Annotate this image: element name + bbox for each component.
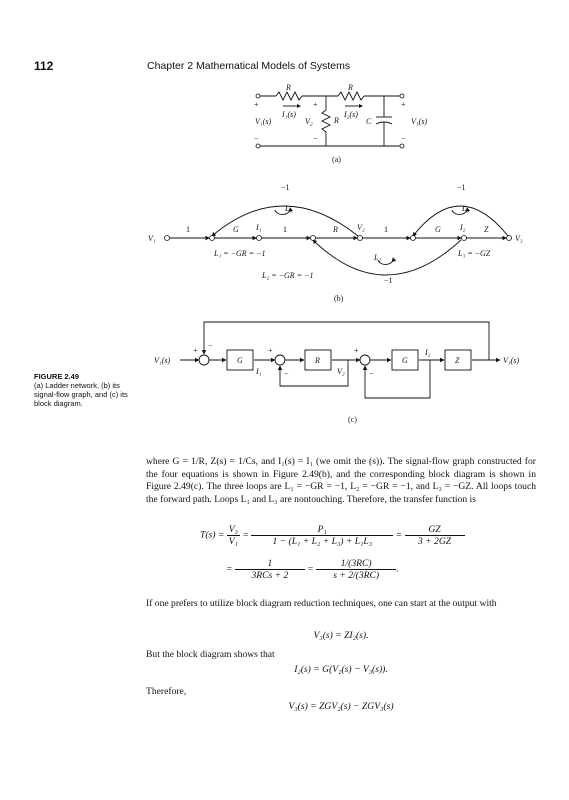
resistor-shunt-label: R: [333, 116, 339, 125]
svg-text:Z: Z: [455, 356, 460, 365]
resistor-1: [275, 90, 303, 102]
block-g2: [391, 349, 419, 371]
svg-text:1: 1: [384, 225, 388, 234]
svg-text:G: G: [237, 356, 243, 365]
svg-text:−: −: [313, 134, 318, 143]
feedback-gain-top-left: −1: [281, 183, 290, 192]
figure-b-label: (b): [334, 294, 344, 303]
equation-5: V₃(s) = ZGV₂(s) − ZGV₃(s): [288, 701, 394, 712]
chapter-header: Chapter 2 Mathematical Models of Systems: [147, 60, 351, 72]
svg-text:−: −: [254, 134, 259, 143]
feedback-gain-bottom: −1: [384, 276, 393, 285]
node-i2: I₂: [459, 223, 466, 232]
svg-text:+: +: [401, 100, 406, 109]
resistor-2-label: R: [347, 83, 353, 92]
svg-text:−: −: [401, 134, 406, 143]
equation-4: I₂(s) = G(V₂(s) − V₃(s)).: [294, 664, 388, 675]
svg-text:+: +: [313, 100, 318, 109]
svg-text:R: R: [314, 356, 320, 365]
svg-text:L₁: L₁: [284, 204, 292, 213]
svg-text:Z: Z: [484, 225, 489, 234]
current-2-label: I₂(s): [343, 110, 358, 119]
middle-voltage-label: V₂: [305, 117, 313, 126]
block-g1: [226, 349, 254, 371]
svg-text:L₂: L₂: [373, 253, 381, 262]
resistor-1-label: R: [285, 83, 291, 92]
node-v2: V₂: [357, 223, 365, 232]
capacitor-label: C: [366, 117, 372, 126]
svg-text:−: −: [208, 341, 213, 350]
svg-text:R: R: [332, 225, 338, 234]
svg-text:−: −: [284, 369, 289, 378]
figure-a-label: (a): [332, 155, 341, 164]
block-output-label: V₃(s): [503, 356, 519, 365]
svg-text:V₂: V₂: [337, 367, 345, 376]
paragraph-1: where G = 1/R, Z(s) = 1/Cs, and I₁(s) = …: [146, 456, 536, 505]
svg-text:+: +: [193, 346, 198, 355]
paragraph-4: Therefore,: [146, 686, 187, 697]
loop-l3-equation: L₃ = −GZ: [457, 249, 491, 258]
svg-text:G: G: [435, 225, 441, 234]
node-i1: I₁: [255, 223, 262, 232]
loop-l2-equation: L₂ = −GR = −1: [261, 271, 314, 280]
figure-caption: FIGURE 2.49 (a) Ladder network, (b) its …: [34, 372, 134, 408]
summing-junction-1: [198, 354, 210, 366]
summing-junction-3: [359, 354, 371, 366]
block-z: [444, 349, 472, 371]
block-diagram: V₁(s) V₃(s) G R G Z I₁ V₂ I₂ + − + − + −…: [154, 321, 519, 424]
svg-text:1: 1: [186, 225, 190, 234]
svg-text:+: +: [268, 346, 273, 355]
svg-text:−: −: [369, 369, 374, 378]
svg-text:+: +: [254, 100, 259, 109]
svg-text:I₁: I₁: [255, 367, 262, 376]
paragraph-3: But the block diagram shows that: [146, 649, 275, 660]
current-1-label: I₁(s): [281, 110, 296, 119]
signal-flow-graph: V₁ V₃ I₁ V₂ I₂ 1 G 1 R 1 G Z −1 −1 −1 L₁…: [148, 183, 523, 303]
svg-text:G: G: [233, 225, 239, 234]
ladder-network-diagram: R R R C I₁(s) I₂(s) V₁(s) V₂ V₃(s) + − +…: [254, 83, 427, 164]
svg-text:I₂: I₂: [424, 348, 431, 357]
resistor-2: [337, 90, 365, 102]
resistor-shunt: [320, 109, 332, 133]
equation-3: V₃(s) = ZI₂(s).: [313, 630, 369, 641]
page-number: 112: [34, 59, 54, 73]
feedback-gain-top-right: −1: [457, 183, 466, 192]
svg-text:+: +: [354, 346, 359, 355]
loop-l1-equation: L₁ = −GR = −1: [213, 249, 266, 258]
svg-text:L₃: L₃: [461, 204, 469, 213]
figure-caption-text: (a) Ladder network, (b) its signal-flow …: [34, 381, 128, 408]
input-voltage-label: V₁(s): [255, 117, 271, 126]
node-v3: V₃: [515, 234, 523, 243]
svg-text:G: G: [402, 356, 408, 365]
paragraph-2: If one prefers to utilize block diagram …: [146, 598, 497, 609]
figure-caption-title: FIGURE 2.49: [34, 372, 80, 381]
output-voltage-label: V₃(s): [411, 117, 427, 126]
svg-text:1: 1: [283, 225, 287, 234]
figure-c-label: (c): [348, 415, 357, 424]
block-r: [304, 349, 332, 371]
block-input-label: V₁(s): [154, 356, 170, 365]
summing-junction-2: [274, 354, 286, 366]
node-v1: V₁: [148, 234, 156, 243]
